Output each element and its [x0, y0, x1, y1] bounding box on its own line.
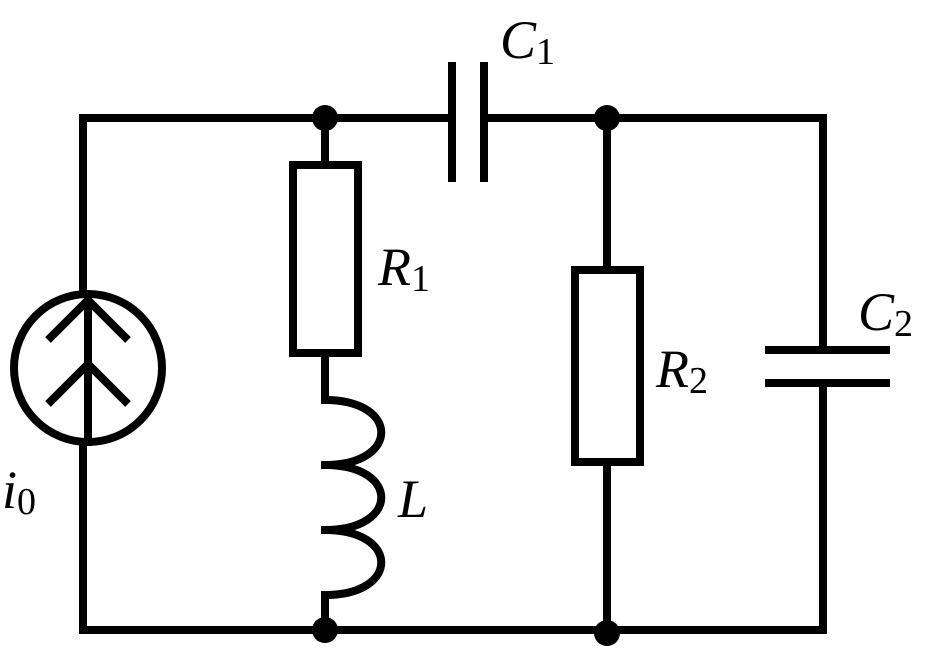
junction-bottom-left: [312, 617, 338, 643]
resistor-r2: [571, 266, 644, 466]
label-r2-sub: 2: [689, 360, 708, 402]
label-c1-sub: 1: [536, 31, 555, 73]
label-i0: i0: [2, 460, 36, 523]
label-l: L: [397, 469, 428, 529]
label-r2: R2: [655, 339, 708, 402]
label-c1-main: C: [500, 10, 537, 70]
label-r1-main: R: [377, 237, 411, 297]
label-r1-sub: 1: [411, 258, 430, 300]
current-source-arrow-head-lower: [45, 358, 131, 407]
junctions: [312, 105, 620, 646]
label-c2: C2: [858, 282, 913, 345]
label-c2-sub: 2: [894, 303, 913, 345]
label-r2-main: R: [655, 339, 689, 399]
label-i0-main: i: [2, 460, 17, 520]
inductor-l: [320, 395, 385, 600]
capacitor-c1: [448, 62, 488, 182]
label-r1: R1: [377, 237, 430, 300]
current-source-i0: [10, 290, 166, 446]
label-c2-main: C: [858, 282, 895, 342]
label-c1: C1: [500, 10, 555, 73]
junction-top-left: [312, 105, 338, 131]
current-source-arrow-head-upper: [45, 294, 131, 343]
label-l-main: L: [397, 469, 428, 529]
capacitor-c2: [765, 346, 890, 387]
label-i0-sub: 0: [17, 481, 36, 523]
junction-top-right: [594, 105, 620, 131]
junction-bottom-right: [594, 620, 620, 646]
branch-r2: [571, 114, 644, 634]
branch-r1-l: [289, 114, 385, 634]
resistor-r1: [289, 161, 362, 357]
